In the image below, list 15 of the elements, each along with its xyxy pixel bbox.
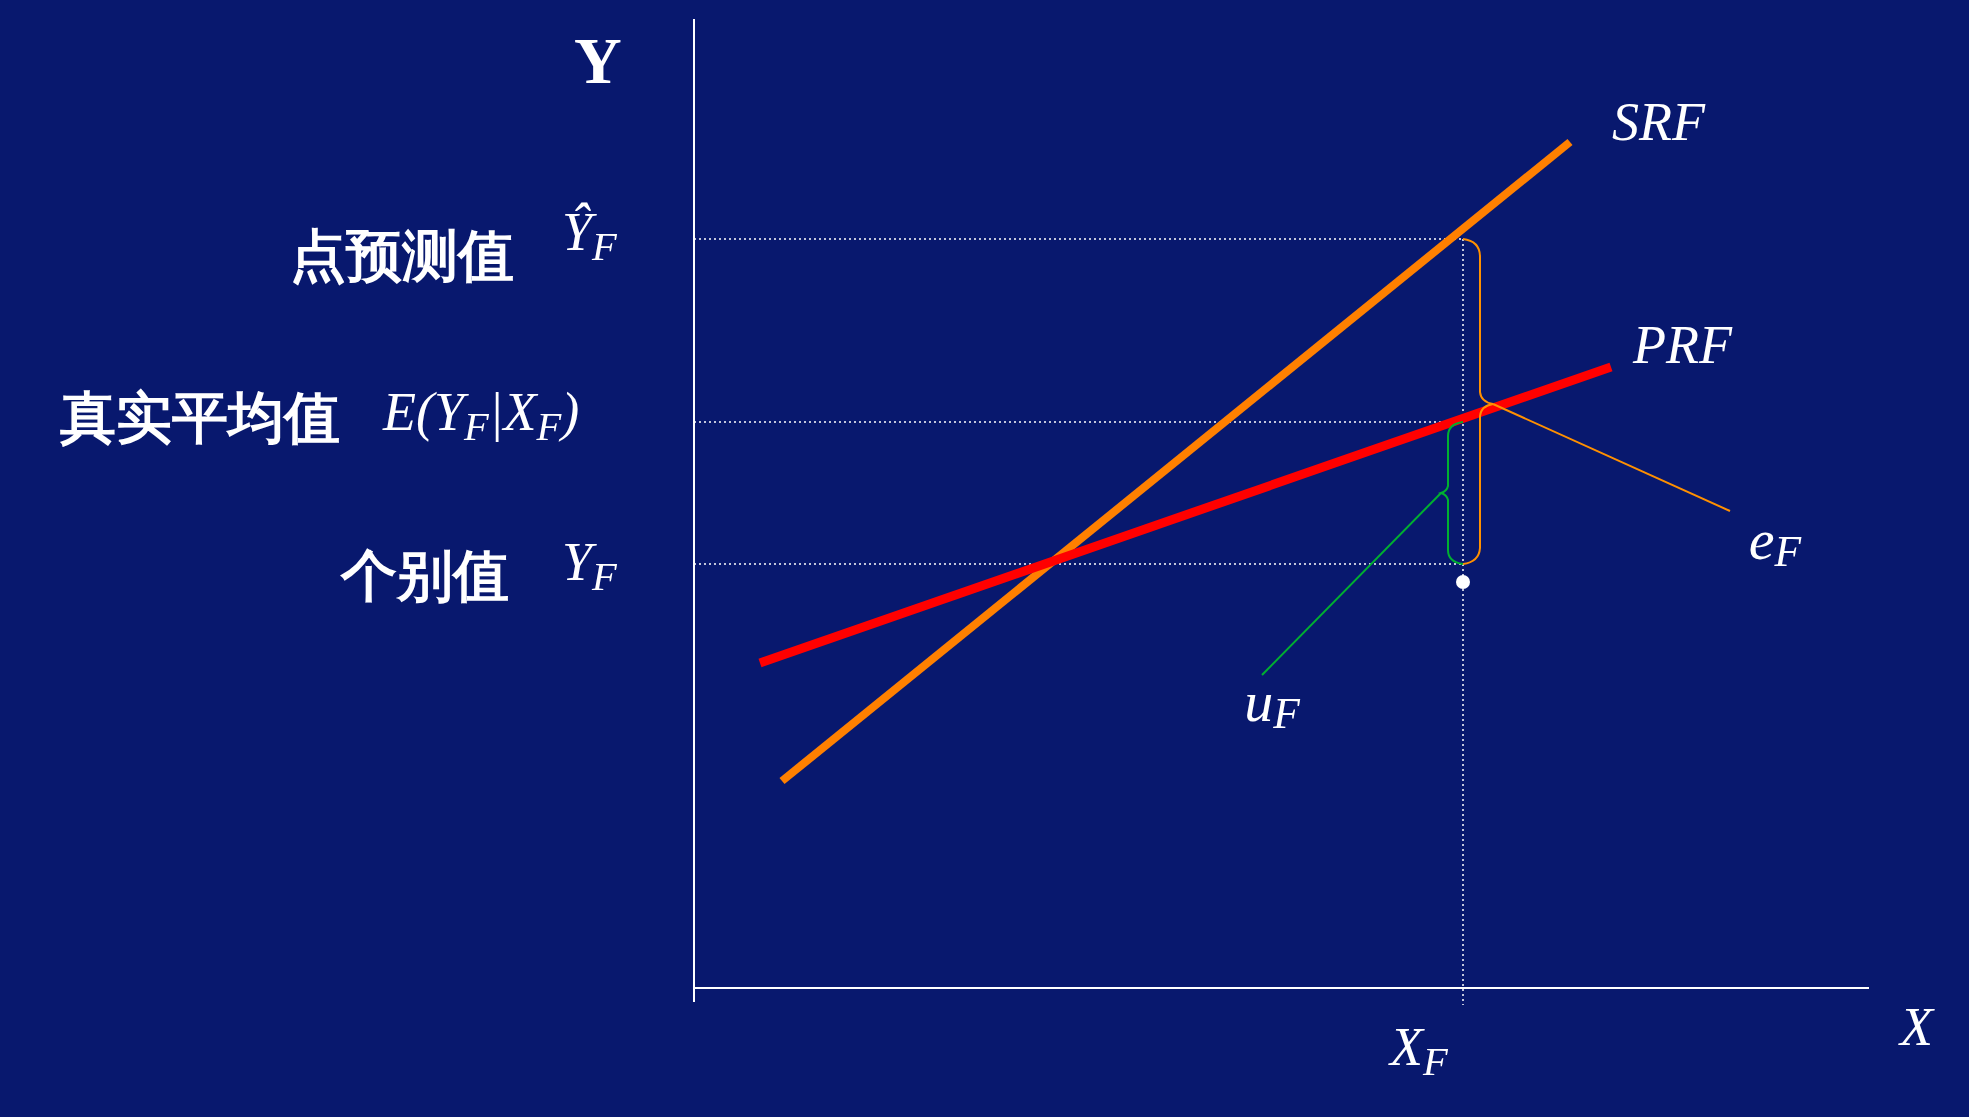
math-label: X$_{F}$ bbox=[1390, 1020, 1448, 1074]
leader-line bbox=[1261, 492, 1442, 676]
math-label: PRF bbox=[1633, 318, 1732, 372]
math-label: SRF bbox=[1612, 95, 1705, 149]
math-label: e$_{F}$ bbox=[1730, 500, 1820, 580]
axis-label: 点预测值 bbox=[290, 228, 514, 284]
axis-label: 个别值 bbox=[341, 548, 509, 604]
math-label: Y$_{F}$ bbox=[562, 535, 617, 589]
curly-brace bbox=[1462, 238, 1494, 565]
axis-label: 真实平均值 bbox=[60, 390, 340, 446]
curly-brace bbox=[1440, 421, 1464, 565]
math-label: Y bbox=[574, 28, 622, 94]
math-label: X bbox=[1900, 1000, 1933, 1054]
math-label: u$_{F}$ bbox=[1222, 662, 1322, 742]
leader-line bbox=[1492, 403, 1731, 512]
